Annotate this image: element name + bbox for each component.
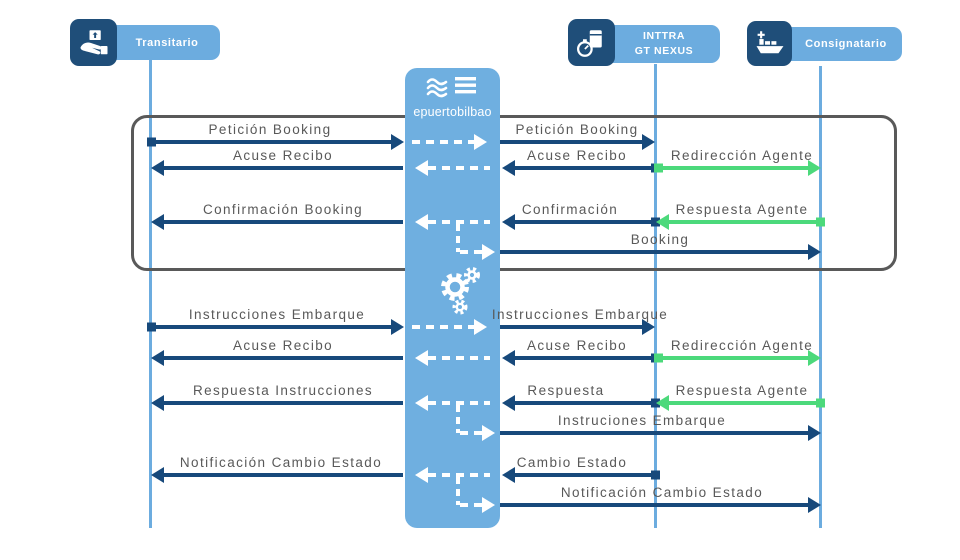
message-label: Respuesta: [527, 383, 605, 398]
hub-branch-arrow: [460, 503, 482, 507]
arrow-booking: [500, 250, 808, 254]
hub-relay-arrow: [428, 220, 490, 224]
actor-consignatario-label: Consignatario: [805, 38, 887, 50]
message-label: Petición Booking: [208, 122, 332, 137]
message-label: Respuesta Agente: [675, 383, 809, 398]
message-label: Acuse Recibo: [232, 148, 334, 163]
arrow-acuse-recibo-left: [164, 166, 403, 170]
hub-relay-arrow: [428, 166, 490, 170]
arrow-confirmacion-right: [515, 220, 655, 224]
arrow-respuesta-agente: [669, 401, 820, 405]
message-label: Respuesta Agente: [675, 202, 809, 217]
arrow-peticion-booking-right: [500, 140, 642, 144]
message-label: Confirmación Booking: [202, 202, 364, 217]
arrow-instrucciones-embarque-left: [152, 325, 391, 329]
hub-relay-arrow: [428, 401, 490, 405]
actor-inttra-label-line1: INTTRA: [642, 30, 686, 42]
message-label: Redirección Agente: [670, 148, 814, 163]
hub-relay-arrow: [428, 356, 490, 360]
arrow-acuse-recibo-right: [515, 356, 655, 360]
message-label: Notificación Cambio Estado: [560, 485, 764, 500]
arrow-respuesta-right: [515, 401, 655, 405]
gears-icon: [441, 267, 480, 315]
arrow-acuse-recibo-right: [515, 166, 655, 170]
arrow-redireccion-agente: [659, 166, 808, 170]
hub-name: epuertobilbao: [413, 105, 492, 119]
arrow-respuesta-instrucciones: [164, 401, 403, 405]
hub-relay-arrow: [412, 325, 474, 329]
message-label: Respuesta Instrucciones: [192, 383, 374, 398]
arrow-peticion-booking-left: [152, 140, 391, 144]
package-stopwatch-icon: [568, 19, 615, 66]
message-label: Instrucciones Embarque: [491, 307, 669, 322]
message-label: Acuse Recibo: [232, 338, 334, 353]
hand-holding-box-icon: [70, 19, 117, 66]
waves-bars-logo-icon: [426, 77, 476, 98]
arrow-notificacion-cambio-estado-left: [164, 473, 403, 477]
hub-branch-arrow: [460, 250, 482, 254]
cargo-ship-icon: [747, 21, 792, 66]
lifeline-transitario: [149, 60, 152, 528]
message-label: Confirmación: [521, 202, 619, 217]
hub-relay-arrow: [412, 140, 474, 144]
arrow-respuesta-agente: [669, 220, 820, 224]
booking-phase-frame: [131, 115, 897, 271]
arrow-notificacion-cambio-estado-right: [500, 503, 808, 507]
message-label: Redirección Agente: [670, 338, 814, 353]
actor-transitario-label: Transitario: [135, 36, 199, 49]
message-label: Booking: [630, 232, 690, 247]
lifeline-consignatario: [819, 66, 822, 528]
arrow-cambio-estado: [515, 473, 655, 477]
message-label: Instrucciones Embarque: [188, 307, 366, 322]
arrow-redireccion-agente: [659, 356, 808, 360]
message-label: Acuse Recibo: [526, 148, 628, 163]
arrow-acuse-recibo-left: [164, 356, 403, 360]
hub-branch-connector: [456, 405, 460, 433]
lifeline-inttra: [654, 64, 657, 528]
arrow-instrucciones-embarque-right: [500, 325, 642, 329]
arrow-confirmacion-booking: [164, 220, 403, 224]
hub-branch-connector: [456, 224, 460, 252]
hub-relay-arrow: [428, 473, 490, 477]
arrow-instruciones-embarque-consignatario: [500, 431, 808, 435]
message-label: Acuse Recibo: [526, 338, 628, 353]
hub-branch-connector: [456, 477, 460, 505]
message-label: Petición Booking: [515, 122, 639, 137]
actor-inttra-label-line2: GT NEXUS: [634, 45, 694, 57]
hub-logo: epuertobilbao: [405, 76, 500, 119]
message-label: Notificación Cambio Estado: [179, 455, 383, 470]
message-label: Cambio Estado: [516, 455, 628, 470]
hub-branch-arrow: [460, 431, 482, 435]
message-label: Instruciones Embarque: [557, 413, 727, 428]
